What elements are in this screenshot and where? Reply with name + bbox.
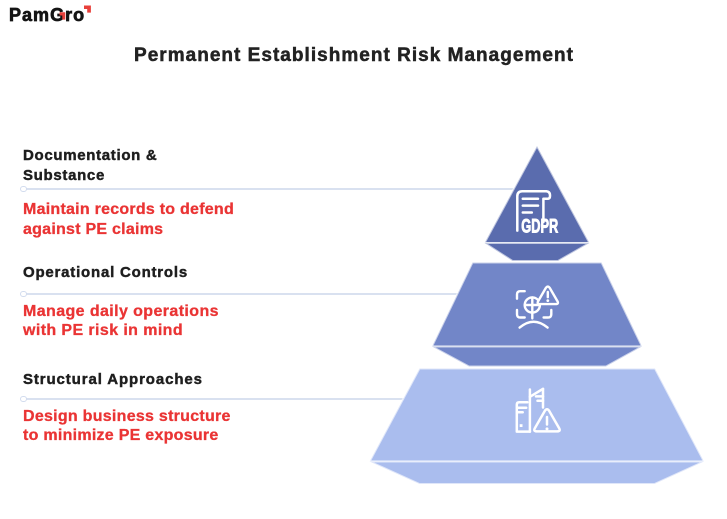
svg-text:GDPR: GDPR [521,215,558,237]
